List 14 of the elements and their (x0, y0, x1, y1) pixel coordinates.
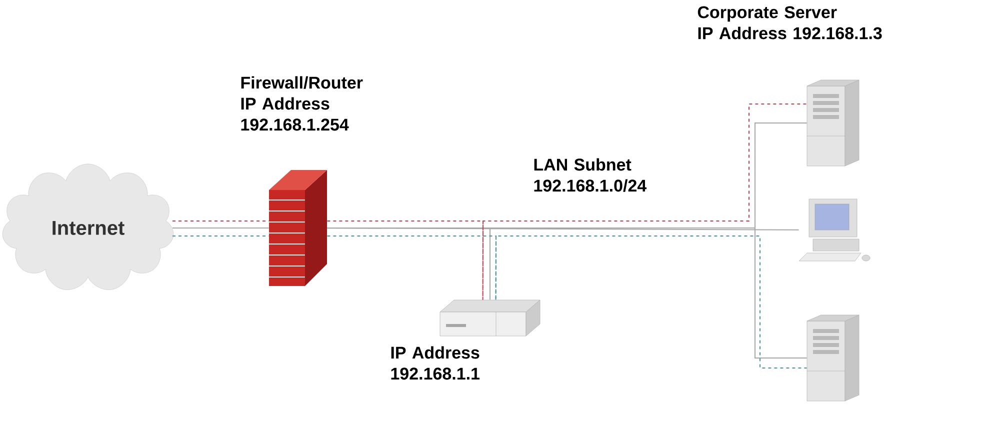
traffic-path (172, 220, 270, 222)
network-appliance-drawing (440, 300, 540, 336)
cloud: Internet (2, 164, 174, 290)
firewall-drawing (268, 170, 327, 286)
server-drawing (806, 314, 860, 402)
server-drawing (806, 80, 860, 166)
computer-drawing (798, 198, 870, 262)
device-label: Firewall/Router IP Address 192.168.1.254 (241, 76, 363, 131)
device-label: Corporate Server IP Address 192.168.1.3 (698, 6, 882, 40)
traffic-path (495, 236, 808, 368)
network-label: LAN Subnet 192.168.1.0/24 (534, 158, 647, 192)
network-cable (326, 228, 808, 358)
traffic-path (482, 104, 808, 300)
device-label: IP Address 192.168.1.1 (391, 346, 480, 380)
